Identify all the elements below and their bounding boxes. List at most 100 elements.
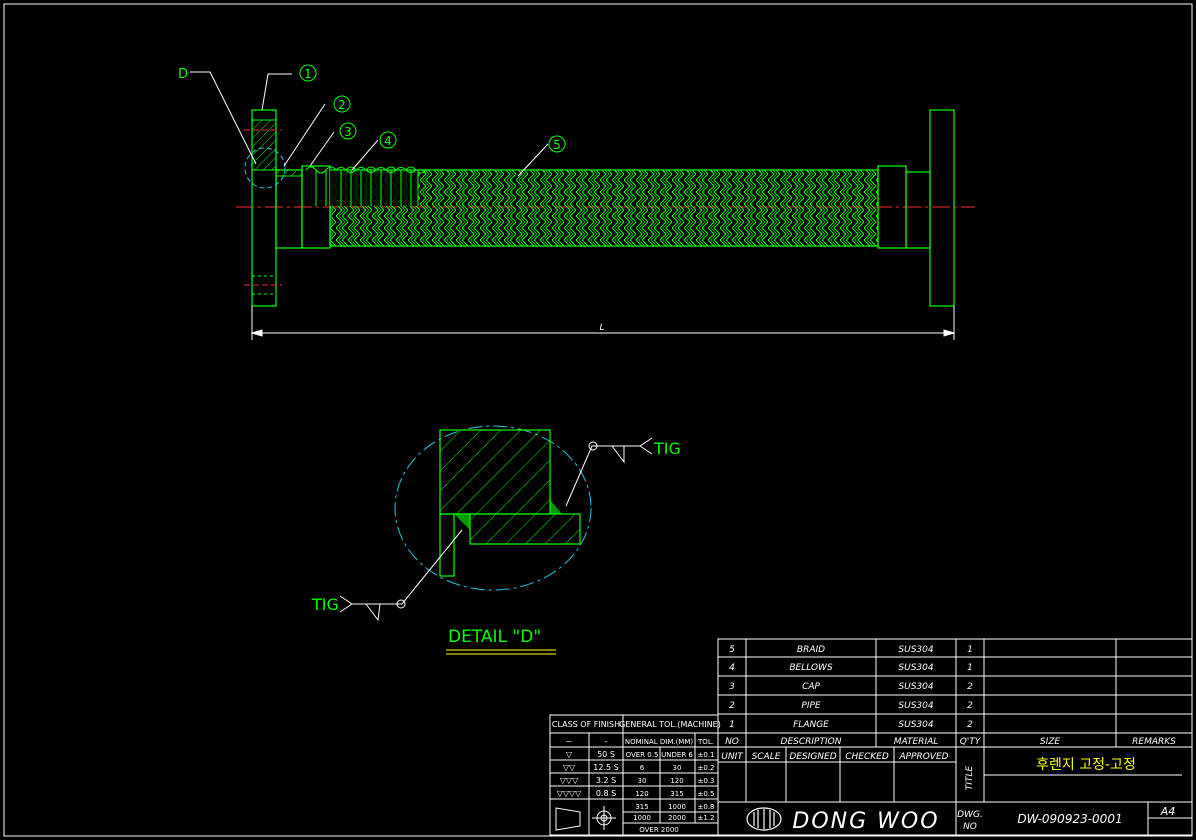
svg-text:4: 4 xyxy=(384,134,392,148)
sheet-border xyxy=(3,3,1193,837)
dimension-label: L xyxy=(599,323,604,333)
detail-d-marker xyxy=(244,147,286,189)
svg-text:±0.8: ±0.8 xyxy=(698,803,715,811)
svg-text:▽▽▽: ▽▽▽ xyxy=(560,776,579,785)
svg-text:±0.1: ±0.1 xyxy=(698,751,715,759)
bom-rows: 5 BRAID SUS304 1 4 BELLOWS SUS304 1 3 CA… xyxy=(725,645,1176,747)
bom-row-4-qty: 1 xyxy=(967,663,973,673)
right-flange xyxy=(929,109,955,307)
weld-symbol-top xyxy=(565,437,653,507)
detail-ref-letter: D xyxy=(178,67,188,82)
svg-text:30: 30 xyxy=(638,777,647,785)
tb-scale-label: SCALE xyxy=(752,752,781,762)
bom-header-no: NO xyxy=(725,737,739,747)
tol-last-row: OVER 2000 xyxy=(639,826,679,834)
svg-text:1000: 1000 xyxy=(633,814,651,822)
weld-label-top: TIG xyxy=(653,439,681,458)
finish-header: CLASS OF FINISH xyxy=(552,720,620,729)
svg-text:12.5 S: 12.5 S xyxy=(593,763,618,772)
weld-symbol-bottom xyxy=(339,529,463,622)
detail-title: DETAIL "D" xyxy=(448,627,541,647)
bom-row-1-qty: 2 xyxy=(967,720,973,730)
balloon-2: 2 xyxy=(333,95,351,113)
bom-row-2-qty: 2 xyxy=(967,701,973,711)
tb-dwg-no: DW-090923-0001 xyxy=(1017,812,1122,826)
svg-text:±1.2: ±1.2 xyxy=(698,814,715,822)
svg-text:OVER 0.5: OVER 0.5 xyxy=(626,751,659,759)
svg-text:120: 120 xyxy=(635,790,648,798)
company-logo xyxy=(746,807,782,831)
bom-row-2-mat: SUS304 xyxy=(898,701,933,711)
tb-sheet-size: A4 xyxy=(1160,805,1176,818)
detail-boundary xyxy=(394,425,592,591)
svg-text:3.2 S: 3.2 S xyxy=(596,776,616,785)
tol-col-tol: TOL. xyxy=(697,738,714,746)
finish-col-sym: ~ xyxy=(566,737,573,746)
bom-row-1-no: 1 xyxy=(729,720,735,730)
tb-checked-label: CHECKED xyxy=(845,752,889,762)
bom-header-remarks: REMARKS xyxy=(1132,737,1176,747)
svg-text:5: 5 xyxy=(553,138,561,152)
svg-text:±0.5: ±0.5 xyxy=(698,790,715,798)
bom-header-mat: MATERIAL xyxy=(894,737,939,747)
projection-symbol xyxy=(555,806,616,831)
bom-row-3-no: 3 xyxy=(729,682,735,692)
svg-text:▽▽▽▽: ▽▽▽▽ xyxy=(557,789,582,798)
bom-row-2-desc: PIPE xyxy=(801,701,821,711)
svg-text:315: 315 xyxy=(670,790,683,798)
svg-text:0.8 S: 0.8 S xyxy=(596,789,616,798)
bom-row-3-desc: CAP xyxy=(802,682,820,692)
tb-approved-label: APPROVED xyxy=(898,752,948,762)
svg-text:3: 3 xyxy=(344,125,352,139)
balloon-1: 1 xyxy=(299,64,317,82)
svg-text:2: 2 xyxy=(338,98,346,112)
bom-row-5-no: 5 xyxy=(729,645,735,655)
weld-label-bottom: TIG xyxy=(311,595,339,614)
svg-text:30: 30 xyxy=(673,764,682,772)
bom-row-5-qty: 1 xyxy=(967,645,973,655)
tb-unit-label: UNIT xyxy=(721,752,744,762)
bom-row-2-no: 2 xyxy=(729,701,735,711)
balloon-4: 4 xyxy=(379,131,397,149)
bom-row-1-mat: SUS304 xyxy=(898,720,933,730)
bom-header-qty: Q'TY xyxy=(960,737,982,747)
bom-row-3-qty: 2 xyxy=(967,682,973,692)
svg-text:120: 120 xyxy=(670,777,683,785)
bom-row-4-desc: BELLOWS xyxy=(789,663,833,673)
bom-row-5-mat: SUS304 xyxy=(898,645,933,655)
dimension-l xyxy=(250,306,956,340)
bom-row-3-mat: SUS304 xyxy=(898,682,933,692)
svg-text:1000: 1000 xyxy=(668,803,686,811)
bom-header-desc: DESCRIPTION xyxy=(781,737,842,747)
balloon-3: 3 xyxy=(339,122,357,140)
company-name: DONG WOO xyxy=(792,809,939,834)
bom-row-4-no: 4 xyxy=(729,663,735,673)
svg-text:▽▽: ▽▽ xyxy=(563,763,576,772)
tb-title-label: TITLE xyxy=(965,766,975,791)
svg-text:±0.3: ±0.3 xyxy=(698,777,715,785)
assembly-view: L D 1 2 3 4 5 xyxy=(178,64,975,340)
svg-text:315: 315 xyxy=(635,803,648,811)
drawing-title: 후렌지 고정-고정 xyxy=(1036,757,1136,773)
finish-tolerance-text: CLASS OF FINISH GENERAL TOL.(MACHINE) ~ … xyxy=(552,720,721,834)
svg-text:±0.2: ±0.2 xyxy=(698,764,715,772)
svg-text:2000: 2000 xyxy=(668,814,686,822)
braid-body xyxy=(329,169,879,247)
bom-row-4-mat: SUS304 xyxy=(898,663,933,673)
svg-text:1: 1 xyxy=(304,67,312,81)
finish-col-val: - xyxy=(605,737,608,746)
bom-table xyxy=(717,638,1193,748)
detail-d-view: TIG TIG DETAIL "D" xyxy=(311,425,681,655)
svg-text:6: 6 xyxy=(640,764,645,772)
bom-row-1-desc: FLANGE xyxy=(793,720,829,730)
svg-text:▽: ▽ xyxy=(566,750,573,759)
tol-col-nominal: NOMINAL DIM.(MM) xyxy=(625,738,694,746)
leaders xyxy=(190,71,549,177)
bom-row-5-desc: BRAID xyxy=(797,645,825,655)
tb-dwg-label-2: NO xyxy=(963,822,977,832)
left-pipe xyxy=(275,169,303,249)
right-pipe xyxy=(905,171,931,249)
tb-dwg-label-1: DWG. xyxy=(957,810,983,820)
tb-designed-label: DESIGNED xyxy=(789,752,836,762)
